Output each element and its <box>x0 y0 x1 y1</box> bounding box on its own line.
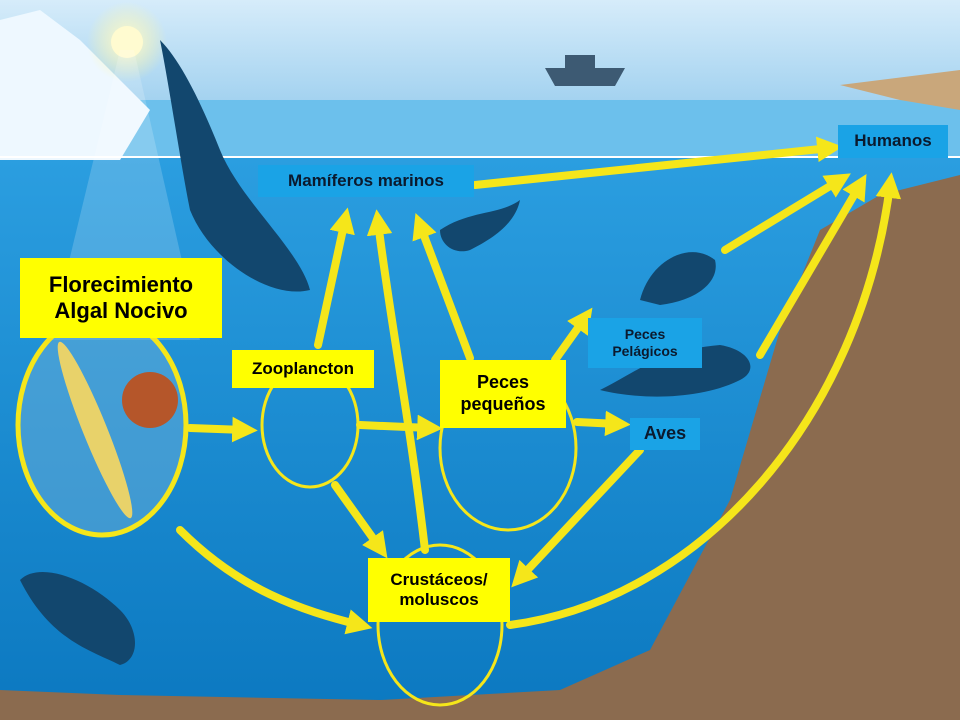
label-humanos: Humanos <box>838 125 948 158</box>
arrow-zooplankton-to-crustaceans <box>331 481 388 559</box>
arrow-algae-to-crustaceans <box>176 526 373 635</box>
walrus-silhouette <box>20 571 135 665</box>
label-mamiferos-marinos: Mamíferos marinos <box>258 165 474 197</box>
arrow-aves-to-crustaceans <box>511 446 644 588</box>
arrow-pelagic-to-humans <box>721 173 851 254</box>
algae-cells <box>57 341 178 519</box>
arrow-zooplankton-to-fish <box>356 414 443 441</box>
arrow-mammals-to-humans <box>471 136 843 189</box>
iceberg <box>0 10 150 160</box>
arrow-algae-to-zooplankton <box>186 416 258 443</box>
label-aves: Aves <box>630 418 700 450</box>
label-peces-pelagicos: Peces Pelágicos <box>588 318 702 368</box>
bird-silhouette <box>600 345 751 397</box>
label-crustaceos-moluscos: Crustáceos/ moluscos <box>368 558 510 622</box>
ship-silhouette <box>545 55 625 86</box>
sun-core <box>111 26 143 58</box>
crustacean-circle <box>376 543 504 707</box>
arrow-crustaceans-to-mammals <box>366 209 429 554</box>
arrow-fish-to-pelagic <box>551 307 593 364</box>
label-peces-pequenos: Peces pequeños <box>440 360 566 428</box>
seal-silhouette <box>440 200 520 252</box>
arrow-aves-to-humans <box>756 173 867 359</box>
shore <box>840 70 960 110</box>
seabed <box>0 160 960 720</box>
whale-silhouette <box>160 40 310 292</box>
label-zooplancton: Zooplancton <box>232 350 374 388</box>
arrow-fish-to-aves <box>573 410 631 437</box>
arrow-fish-to-mammals <box>412 213 474 362</box>
arrow-crustaceans-to-humans <box>506 172 902 629</box>
label-florecimiento-algal-nocivo: Florecimiento Algal Nocivo <box>20 258 222 338</box>
fish-silhouette <box>640 252 716 305</box>
arrow-zooplankton-to-mammals <box>314 207 355 349</box>
arrows <box>176 136 902 635</box>
